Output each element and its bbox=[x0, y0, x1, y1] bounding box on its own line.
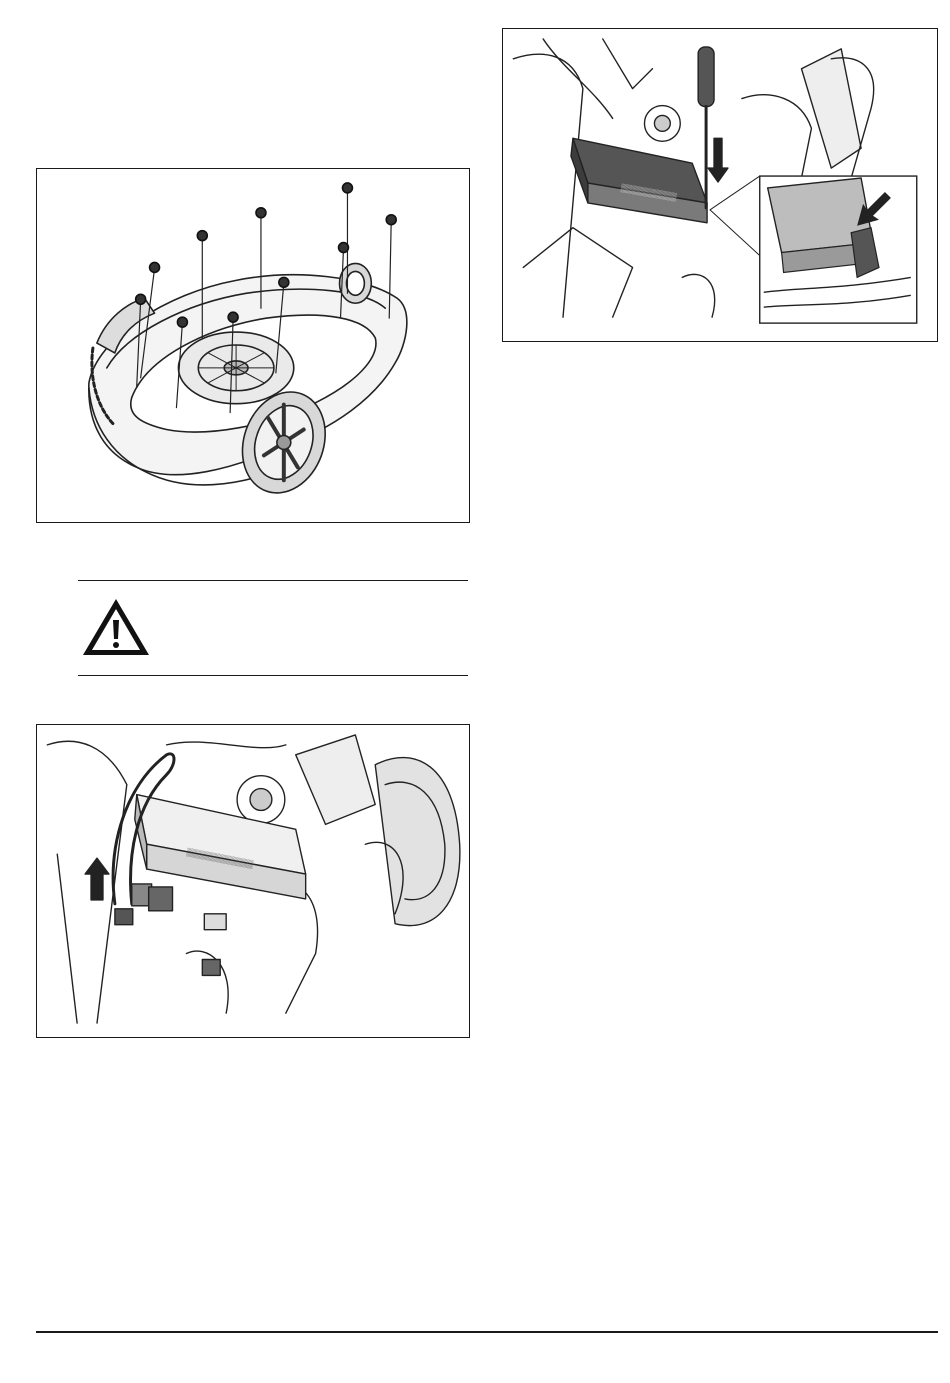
warning-triangle-icon bbox=[80, 595, 152, 659]
battery-cable-disconnect-illustration: ▒▒▒▒▒▒▒▒▒▒▒▒ bbox=[37, 725, 469, 1037]
mower-underside-screws-illustration bbox=[37, 169, 469, 522]
figure-battery-release: ▒▒▒▒▒▒▒▒▒▒ bbox=[502, 28, 938, 342]
figure-mower-underside-screws bbox=[36, 168, 470, 523]
warning-block bbox=[78, 580, 468, 676]
figure-battery-cable-disconnect: ▒▒▒▒▒▒▒▒▒▒▒▒ bbox=[36, 724, 470, 1038]
footer-rule bbox=[36, 1331, 938, 1333]
screwdriver-battery-release-illustration: ▒▒▒▒▒▒▒▒▒▒ bbox=[503, 29, 937, 341]
